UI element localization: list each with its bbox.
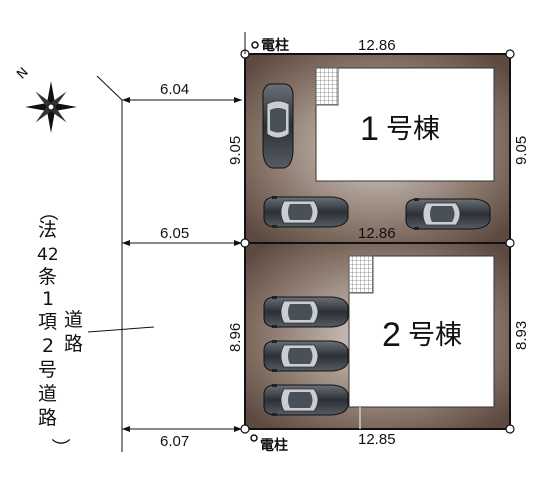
road-leader-line (87, 326, 155, 333)
road (87, 75, 155, 452)
lot-2-right-depth-label: 8.93 (513, 321, 530, 350)
lot-2-left-depth-label: 8.96 (227, 323, 244, 352)
compass: N (14, 65, 77, 133)
lot-2-stair-hatch (348, 255, 374, 294)
boundary-marker-icon (240, 238, 250, 248)
road-designation-char: 条 (38, 266, 57, 288)
road-designation-char: 法 (38, 219, 57, 241)
road-edge-diagonal (96, 75, 123, 101)
road-name-char: 路 (64, 333, 83, 355)
boundary-marker-icon (505, 49, 515, 59)
road-width-bottom-label: 6.07 (160, 433, 189, 450)
utility-pole-bottom-label: 電柱 (260, 437, 288, 454)
lot-2: 2 号棟 12.85 8.96 8.93 (227, 242, 530, 448)
lot-1-car-vertical (262, 83, 294, 169)
lot-1-building (315, 67, 495, 182)
lot-1-name-suffix: 号棟 (386, 114, 440, 145)
road-designation-char: 路 (38, 407, 57, 429)
lot-1-right-depth-label: 9.05 (513, 136, 530, 165)
road-dimension-top: 6.04 (122, 81, 242, 103)
lot-1-car-right (405, 197, 491, 231)
lot-2-car-2 (263, 339, 349, 373)
road-designation-char: 号 (38, 359, 57, 381)
road-designation-char: 項 (38, 311, 57, 333)
boundary-marker-icon (505, 238, 515, 248)
utility-pole-bottom: 電柱 (250, 434, 288, 454)
road-dimension-middle: 6.05 (122, 225, 242, 246)
road-designation-char: ） (49, 438, 71, 457)
lot-1-name-number: 1 (360, 110, 379, 148)
road-width-middle-label: 6.05 (160, 225, 189, 242)
lot-2-name-number: 2 (382, 316, 401, 354)
utility-pole-icon (250, 434, 258, 442)
lot-2-car-1 (263, 295, 349, 329)
boundary-marker-icon (240, 424, 250, 434)
road-designation-char: 42 (37, 245, 59, 265)
lot-1-left-depth-label: 9.05 (227, 136, 244, 165)
lot-2-car-3 (263, 383, 349, 417)
road-dimension-bottom: 6.07 (122, 426, 242, 450)
road-designation-char: 1 (42, 288, 54, 310)
lot-1-boundary-width-label: 12.86 (358, 225, 396, 242)
road-width-top-label: 6.04 (160, 81, 189, 98)
utility-pole-top: 電柱 (244, 32, 289, 54)
boundary-marker-icon (505, 424, 515, 434)
lot-1-top-width-label: 12.86 (358, 37, 396, 54)
boundary-markers (240, 49, 515, 434)
utility-pole-top-label: 電柱 (261, 37, 289, 54)
road-name-char: 道 (64, 309, 83, 331)
road-name: 道 路 (64, 309, 83, 355)
lot-2-bottom-width-label: 12.85 (358, 431, 396, 448)
lot-1: 1 号棟 12.86 12.86 9.05 9.05 (227, 37, 530, 244)
road-designation-char: 2 (42, 335, 54, 357)
road-designation-char: 道 (38, 383, 57, 405)
lot-1-stair-hatch (315, 67, 339, 106)
lot-2-name-suffix: 号棟 (408, 320, 462, 351)
utility-pole-icon (251, 41, 259, 49)
road-designation-char: （ (37, 202, 59, 221)
compass-north-label: N (14, 65, 31, 82)
compass-star-icon (25, 81, 77, 133)
road-designation: （ 法 42 条 1 項 2 号 道 路 ） (37, 202, 71, 457)
lot-1-car-left (263, 195, 349, 229)
